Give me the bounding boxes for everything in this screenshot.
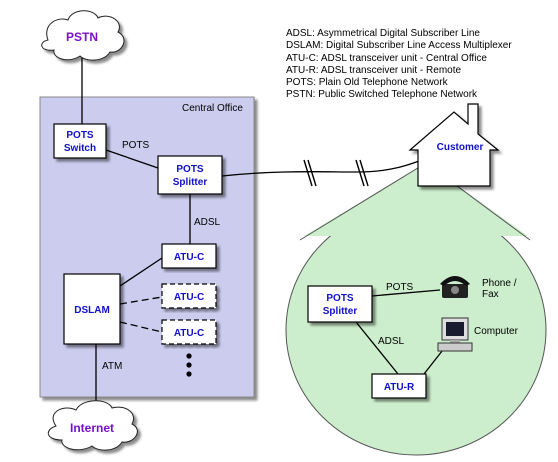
atu-c-label-1: ATU-C (174, 252, 204, 263)
connections (81, 58, 447, 418)
dslam-label: DSLAM (74, 305, 110, 316)
legend: ADSL: Asymmetrical Digital Subscriber Li… (286, 28, 512, 102)
telephone-icon (440, 276, 470, 298)
atu-r-label: ATU-R (384, 382, 415, 393)
bubble-wedge (304, 163, 528, 236)
dot-2 (186, 362, 192, 368)
link-switch-splitter (105, 149, 159, 169)
link-dslam-atuc-3 (119, 321, 163, 333)
cust-pots-splitter-line2: Splitter (323, 306, 358, 317)
legend-atu-r: ATU-R: ADSL transceiver unit - Remote (286, 64, 462, 76)
customer-label: Customer (437, 142, 484, 153)
more-atu-c-dots (186, 353, 192, 377)
phone-label-line2: Fax (482, 289, 499, 300)
atu-r-box (371, 373, 427, 399)
atu-c-box-3 (161, 319, 217, 345)
co-pots-splitter-box (157, 155, 223, 195)
customer-house (408, 103, 500, 187)
computer-icon (437, 317, 473, 352)
link-atuc-dslam (119, 257, 163, 287)
atu-c-box-2 (161, 283, 217, 309)
atu-c-label-3: ATU-C (174, 328, 204, 339)
cable-tick-4 (359, 159, 369, 187)
atu-c-label-2: ATU-C (174, 292, 204, 303)
pots-switch-box (53, 123, 107, 159)
link-cust-splitter-phone (371, 289, 441, 297)
link-local-loop (221, 155, 433, 177)
dot-3 (186, 371, 192, 377)
co-pots-link-label: POTS (122, 140, 150, 151)
pstn-label: PSTN (66, 30, 98, 44)
dot-1 (186, 353, 192, 359)
phone-label-line1: Phone / (482, 278, 517, 289)
legend-dslam: DSLAM: Digital Subscriber Line Access Mu… (286, 40, 512, 52)
computer-label: Computer (474, 326, 519, 337)
cable-tick-1 (303, 159, 313, 187)
cust-pots-link-label: POTS (386, 282, 414, 293)
central-office-label: Central Office (182, 103, 243, 114)
pots-switch-line1: POTS (66, 130, 94, 141)
pstn-cloud (41, 10, 125, 61)
internet-label: Internet (70, 421, 114, 435)
cust-pots-splitter-box (307, 285, 373, 323)
cable-tick-2 (307, 159, 317, 187)
co-pots-splitter-line1: POTS (176, 164, 204, 175)
cust-adsl-link-label: ADSL (378, 336, 405, 347)
legend-pots: POTS: Plain Old Telephone Network (286, 77, 448, 89)
cable-crossings (303, 159, 369, 187)
dslam-box (63, 273, 121, 345)
pots-switch-line2: Switch (64, 143, 96, 154)
legend-atu-c: ATU-C: ADSL transceiver unit - Central O… (286, 52, 487, 64)
internet-cloud (47, 400, 138, 451)
legend-adsl: ADSL: Asymmetrical Digital Subscriber Li… (286, 28, 480, 39)
co-pots-splitter-line2: Splitter (173, 177, 208, 188)
bubble-edge-left (299, 162, 427, 241)
cust-pots-splitter-line1: POTS (326, 293, 354, 304)
co-adsl-link-label: ADSL (194, 217, 221, 228)
link-cust-splitter-atur (355, 321, 399, 375)
cable-tick-3 (355, 159, 365, 187)
atu-c-box-1 (161, 243, 217, 269)
atm-link-label: ATM (102, 361, 122, 372)
link-dslam-atuc-2 (119, 296, 163, 305)
legend-pstn: PSTN: Public Switched Telephone Network (286, 89, 478, 101)
